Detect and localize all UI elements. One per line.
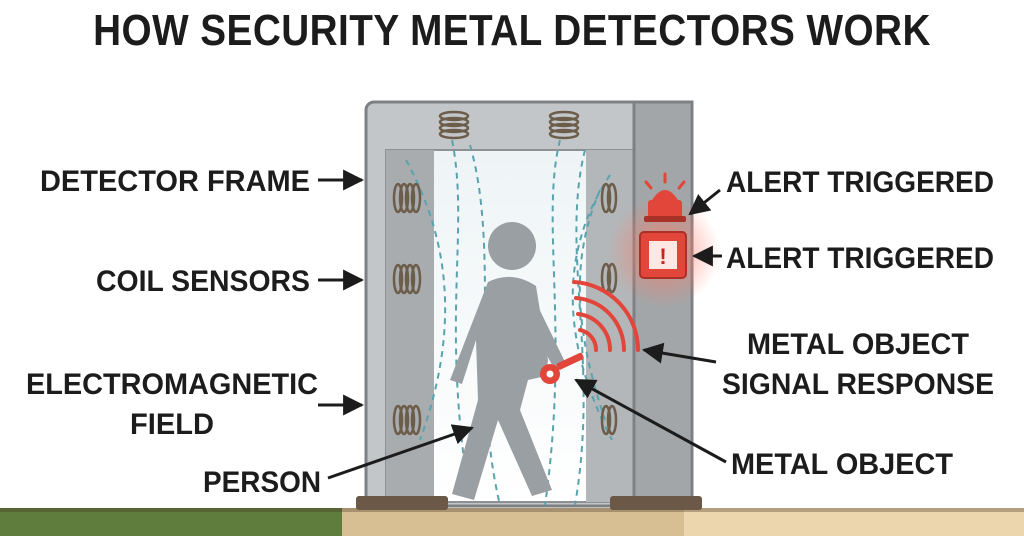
coil-icon (548, 110, 580, 140)
coil-icon (392, 404, 422, 436)
label-signal-response: SIGNAL RESPONSE (722, 368, 994, 401)
coil-icon (600, 182, 618, 214)
label-field: FIELD (130, 408, 214, 441)
ground (0, 508, 1024, 536)
label-metal-object-signal: METAL OBJECT (747, 328, 969, 361)
person-figure (450, 222, 566, 500)
alert-symbol: ! (659, 244, 666, 269)
coil-icon (438, 110, 470, 140)
key-icon (540, 352, 584, 384)
warning-icon: ! (639, 231, 687, 279)
coil-icon (600, 404, 618, 436)
coil-icon (392, 263, 422, 295)
arrows (318, 169, 727, 480)
label-coil-sensors: COIL SENSORS (96, 265, 310, 298)
label-metal-object: METAL OBJECT (731, 448, 953, 481)
label-detector-frame: DETECTOR FRAME (40, 165, 310, 198)
signal-wave-icon (572, 280, 641, 352)
label-alert-triggered-1: ALERT TRIGGERED (726, 166, 994, 199)
label-alert-triggered-2: ALERT TRIGGERED (726, 242, 994, 275)
labels: DETECTOR FRAME COIL SENSORS ELECTROMAGNE… (26, 165, 994, 499)
page-title: HOW SECURITY METAL DETECTORS WORK (93, 6, 931, 55)
label-person: PERSON (203, 466, 321, 499)
coil-icon (392, 182, 422, 214)
label-electromagnetic: ELECTROMAGNETIC (26, 368, 318, 401)
